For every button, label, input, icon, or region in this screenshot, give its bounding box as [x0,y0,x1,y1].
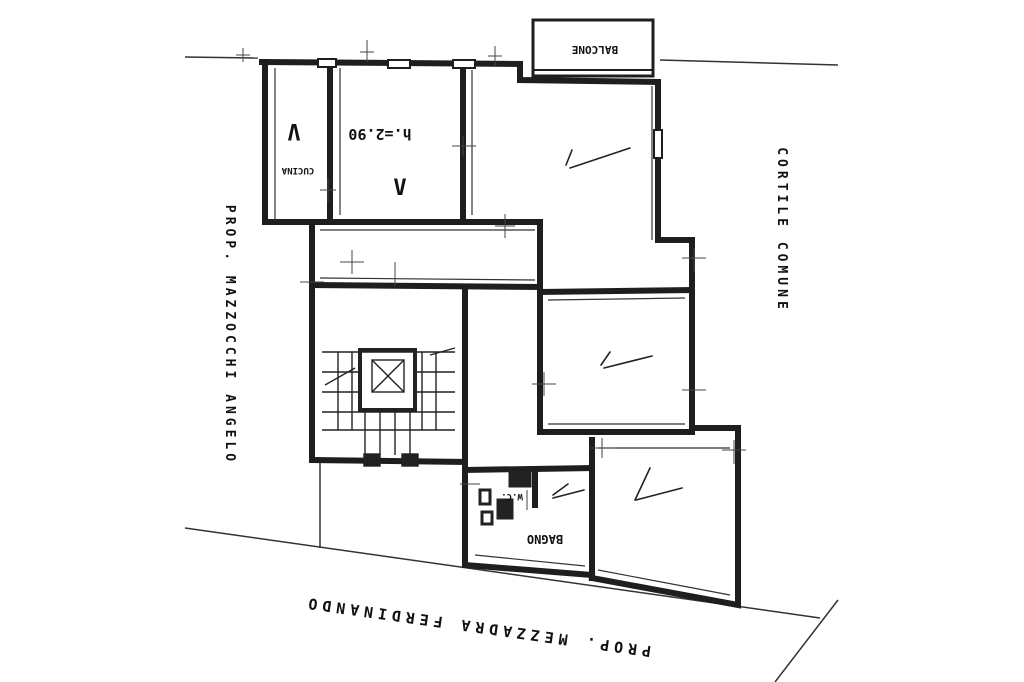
north-boundary-line-east [659,59,839,66]
north-rooms-south-wall [262,219,543,295]
window-room-north [387,59,411,69]
south-east-corner-line [774,599,839,682]
balcony-label: BALCONE [572,43,618,56]
balcony-outline [531,18,655,78]
sink-icon [496,498,514,520]
bath-north-wall [461,464,596,474]
corridor-south-wall [308,281,544,291]
tick-marks [236,40,746,510]
staircase [322,347,456,467]
check-mark-bath [552,483,585,499]
toilet-icon [478,488,492,506]
middle-room-south-wall [537,289,695,435]
bath-block-wall [462,459,596,579]
west-neighbor-label: PROP. MAZZOCCHI ANGELO [222,205,237,465]
wc-label: W.C. [501,491,523,501]
walls [258,58,741,609]
thin-lines [274,68,731,596]
room-north-check: V [393,176,406,201]
window-kitchen [317,58,337,68]
east-wall [655,79,695,293]
stair-south-wall [308,456,469,466]
window-room-north-2 [452,59,476,69]
north-boundary-line [184,56,259,59]
ceiling-height-label: h.=2.90 [348,125,411,143]
hand-marks [552,147,683,501]
courtyard-label: CORTILE COMUNE [774,147,789,313]
windows [317,58,663,159]
kitchen-check: V [287,118,300,143]
middle-room-wall [536,286,741,471]
window-east [653,129,663,159]
stair-door-1 [363,453,381,467]
check-mark-middle-room [600,351,653,369]
elevator-shaft [358,348,417,412]
bidet-icon [480,510,494,526]
kitchen-label: CUCINA [281,165,314,175]
check-mark-north-east [565,147,631,169]
bathroom-fixtures [478,470,532,526]
south-neighbor-label: PROP. MEZZADRA FERDINANDO [302,594,652,661]
wc-fixture [508,470,532,488]
bathroom-label: BAGNO [527,532,563,546]
check-mark-south-room [634,467,683,501]
elevator-cab [371,359,405,393]
south-east-wall [588,465,741,609]
stair-door-2 [401,453,419,467]
balcony: BALCONE [531,18,655,78]
